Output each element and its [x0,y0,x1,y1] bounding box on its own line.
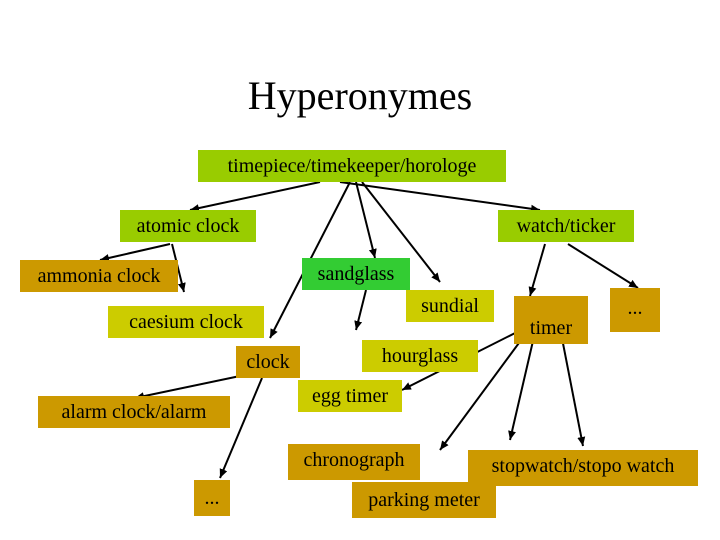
edge-atomic-ammonia [99,243,171,262]
node-egg-timer: egg timer [298,380,402,412]
edge-atomic-caesium [171,243,186,293]
edge-sandglass-hourglass [354,289,367,331]
node-timepiece: timepiece/timekeeper/horologe [198,150,506,182]
edge-root-atomic [189,181,321,213]
edge-timer-chronograph [439,327,531,451]
edge-timer-parking [508,327,537,441]
node-atomic-clock: atomic clock [120,210,256,242]
edge-timer-stopwatch [559,327,586,447]
node-ammonia-clock: ammonia clock [20,260,178,292]
edge-watch-ellipsis [567,243,639,289]
edge-root-watch [339,181,541,213]
node-chronograph: chronograph [288,444,420,480]
edge-watch-timer [528,243,546,297]
node-alarm-clock: alarm clock/alarm [38,396,230,428]
edge-root-sundial [361,181,441,283]
node-ellipsis-right: ... [610,288,660,332]
node-watch-ticker: watch/ticker [498,210,634,242]
node-timer: timer [514,296,588,344]
node-parking-meter: parking meter [352,482,496,518]
node-stopwatch: stopwatch/stopo watch [468,450,698,486]
node-hourglass: hourglass [362,340,478,372]
edge-clock-ellipsis [219,377,263,479]
node-ellipsis-left: ... [194,480,230,516]
edge-clock-alarm [134,375,241,401]
node-caesium-clock: caesium clock [108,306,264,338]
diagram-title: Hyperonymes [247,73,473,118]
node-clock: clock [236,346,300,378]
node-sandglass: sandglass [302,258,410,290]
edge-root-sandglass [355,181,377,259]
node-sundial: sundial [406,290,494,322]
